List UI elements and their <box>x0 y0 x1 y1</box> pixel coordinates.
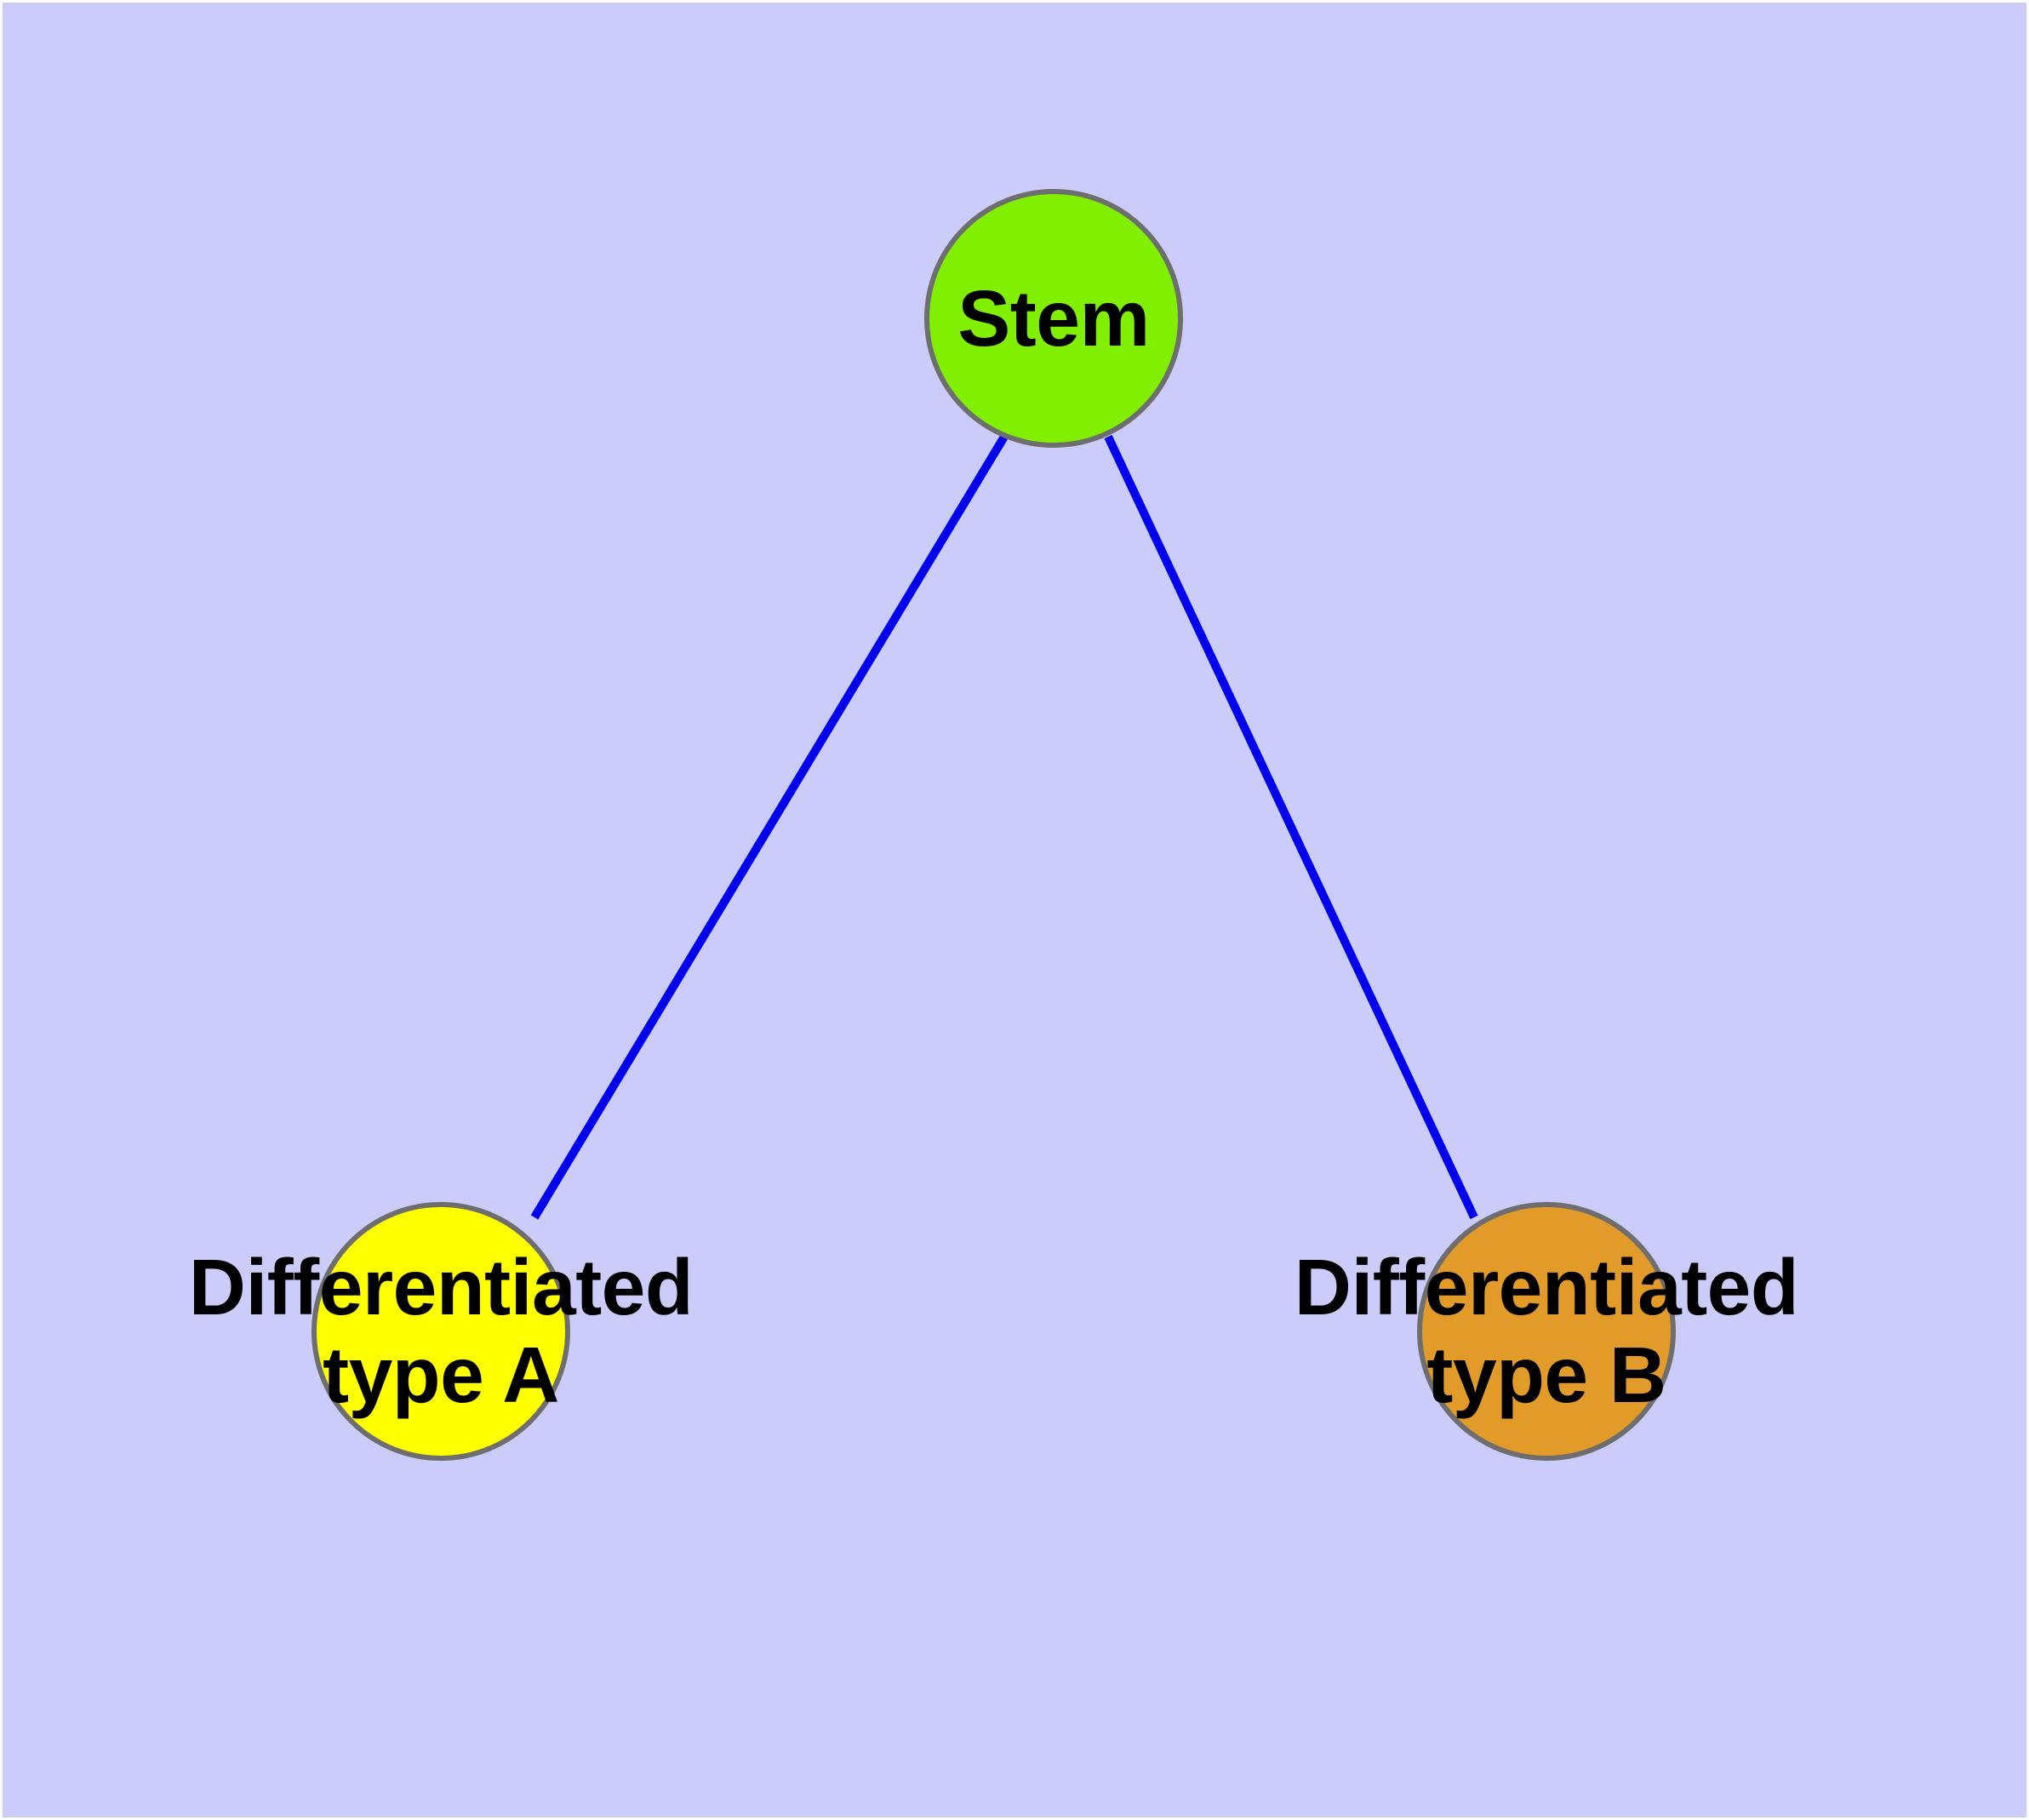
node-differentiated-type-b-label: Differentiated type B <box>1294 1243 1799 1419</box>
node-stem[interactable] <box>924 189 1183 448</box>
node-differentiated-type-a[interactable] <box>311 1202 570 1461</box>
edge-stem-to-differentiated-type-a[interactable] <box>530 434 1009 1220</box>
node-stem-label: Stem <box>957 273 1150 363</box>
edge-stem-to-differentiated-type-b[interactable] <box>1104 434 1478 1220</box>
node-differentiated-type-b[interactable] <box>1417 1202 1676 1461</box>
node-differentiated-type-a-label: Differentiated type A <box>188 1243 694 1419</box>
